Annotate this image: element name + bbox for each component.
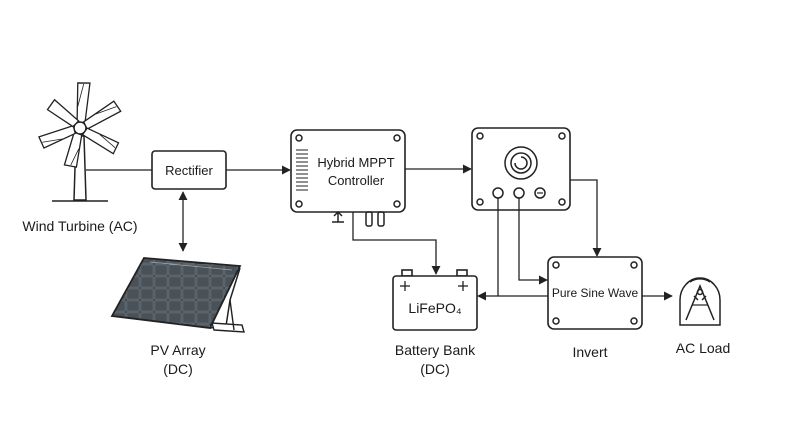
mppt-label-line1: Hybrid MPPT — [317, 155, 394, 170]
wind-turbine-label: Wind Turbine (AC) — [22, 218, 137, 234]
connection-wires — [86, 164, 673, 301]
ac-load-icon — [679, 277, 721, 326]
mppt-label-line2: Controller — [328, 173, 385, 188]
battery-box — [392, 269, 478, 331]
pv-array-label-line2: (DC) — [163, 361, 193, 377]
rectifier-label: Rectifier — [165, 163, 213, 178]
battery-label-line2: (DC) — [420, 361, 450, 377]
ac-load-label: AC Load — [676, 340, 730, 356]
inverter-inner-label: Pure Sine Wave — [552, 286, 639, 300]
pv-array-label-line1: PV Array — [150, 342, 205, 358]
solar-panel-icon — [110, 257, 245, 333]
battery-label-line1: Battery Bank — [395, 342, 476, 358]
inverter-box — [547, 256, 643, 330]
battery-inner-label: LiFePO₄ — [408, 300, 461, 316]
monitor-display-icon — [471, 127, 571, 211]
mppt-controller-box — [290, 129, 406, 227]
wind-turbine-icon — [38, 82, 122, 202]
inverter-label: Invert — [572, 344, 607, 360]
